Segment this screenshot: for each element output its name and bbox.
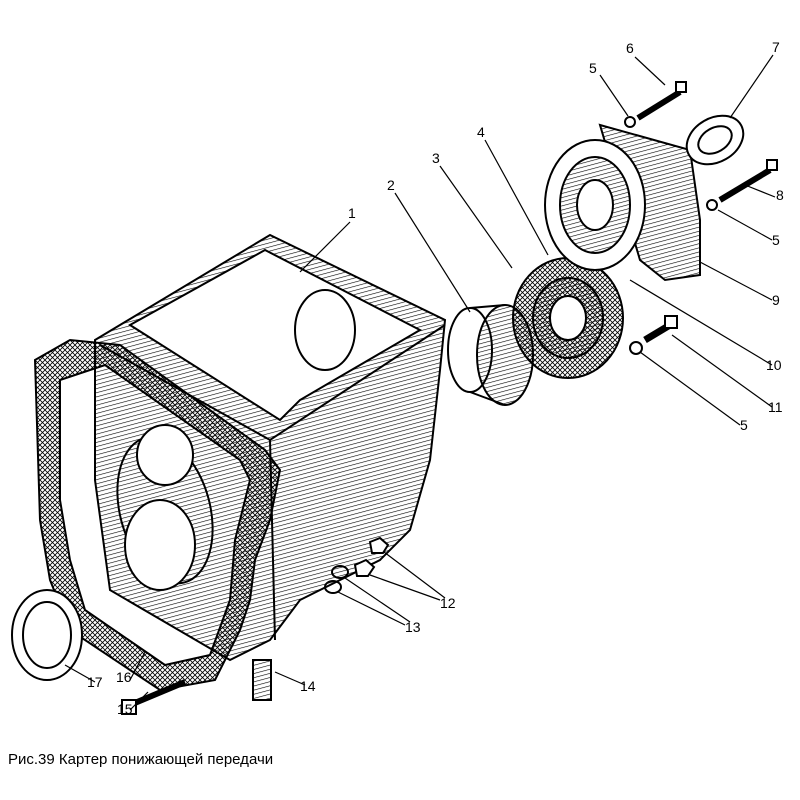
flange-3-4 (512, 257, 624, 379)
callout-14: 14 (300, 678, 316, 694)
callout-8: 8 (776, 187, 784, 203)
callout-6: 6 (626, 40, 634, 56)
seal-7 (685, 114, 745, 166)
callout-13: 13 (405, 619, 421, 635)
callout-15: 15 (117, 701, 133, 717)
callout-5-top: 5 (589, 60, 597, 76)
callout-17: 17 (87, 674, 103, 690)
callout-5-bottom: 5 (740, 417, 748, 433)
leader-lines (64, 54, 776, 711)
callout-9: 9 (772, 292, 780, 308)
callout-3: 3 (432, 150, 440, 166)
callout-2: 2 (387, 177, 395, 193)
callout-12: 12 (440, 595, 456, 611)
callout-5-right: 5 (772, 232, 780, 248)
callout-16: 16 (116, 669, 132, 685)
callout-1: 1 (348, 205, 356, 221)
figure-caption: Рис.39 Картер понижающей передачи (8, 751, 274, 768)
callout-4: 4 (477, 124, 485, 140)
callout-7: 7 (772, 39, 780, 55)
housing-1 (94, 233, 447, 662)
cover-9-10 (544, 123, 701, 282)
callout-10: 10 (766, 357, 782, 373)
callout-11: 11 (768, 399, 783, 415)
small-parts (11, 536, 390, 701)
